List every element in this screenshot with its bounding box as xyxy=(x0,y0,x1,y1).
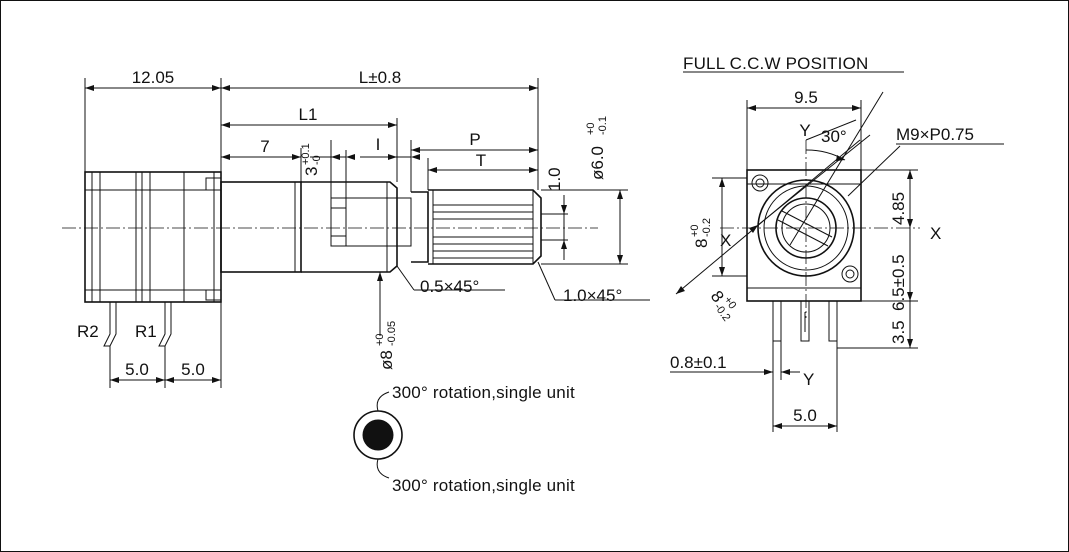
dim-bushing-diameter: ø8 +0 -0.05 xyxy=(374,321,398,370)
dim-8-value: 8 xyxy=(692,239,711,248)
axis-x-right-label: X xyxy=(930,224,941,243)
shaft-flat-b xyxy=(777,219,829,247)
dim-bush-dia-upper: +0 xyxy=(374,333,386,346)
shaft xyxy=(411,189,568,265)
dim-body-width: 12.05 xyxy=(132,68,175,87)
side-view: 12.05 L±0.8 L1 7 3 +0.1 -0 I P T ø6.0 +0… xyxy=(62,68,650,388)
thread-label: M9×P0.75 xyxy=(896,125,974,144)
dim-t: T xyxy=(476,151,486,170)
dim-35: 3.5 xyxy=(889,320,908,344)
dim-chamfer-05: 0.5×45° xyxy=(420,277,479,296)
dim-3: 3 xyxy=(302,167,321,176)
dim-chamfer-10: 1.0×45° xyxy=(563,286,622,305)
dim-65-value: 6.5±0.5 xyxy=(889,254,908,311)
rotation-label-bottom: 300° rotation,single unit xyxy=(392,476,575,495)
dim-pitch-b: 5.0 xyxy=(181,360,205,379)
dim-p: P xyxy=(469,130,480,149)
dim-flat: 1.0 xyxy=(545,167,564,191)
pin-label-r2: R2 xyxy=(77,322,99,341)
side-pins xyxy=(103,302,172,347)
dim-3-lower: -0 xyxy=(311,155,323,165)
dim-shaft-dia-upper: +0 xyxy=(585,122,597,135)
pin-label-r1: R1 xyxy=(135,322,157,341)
angle-30-label: 30° xyxy=(821,127,847,146)
dim-shaft-diameter: ø6.0 +0 -0.1 xyxy=(585,116,609,180)
dim-bush-dia-lower: -0.05 xyxy=(386,321,398,346)
shaft-flat-a xyxy=(781,210,833,238)
dim-8-diagonal: 8 +0 -0.2 xyxy=(707,287,739,324)
dim-pitch-a: 5.0 xyxy=(125,360,149,379)
dim-35-value: 3.5 xyxy=(889,320,908,344)
front-thread-outer xyxy=(757,179,855,277)
pot-body xyxy=(84,171,222,303)
front-view: FULL C.C.W POSITION 9.5 Y 30° M9×P0.75 4… xyxy=(670,54,1004,432)
dim-total-length: L±0.8 xyxy=(359,68,401,87)
axis-y-bottom-label: Y xyxy=(803,370,814,389)
dim-shaft-dia: ø6.0 xyxy=(588,146,607,180)
dim-3-upper: +0.1 xyxy=(300,143,312,165)
front-shaft xyxy=(775,197,837,259)
dim-485-value: 4.85 xyxy=(889,192,908,225)
dim-shaft-dia-lower: -0.1 xyxy=(597,116,609,135)
dim-front-pin-pitch: 5.0 xyxy=(793,406,817,425)
side-dimension-lines xyxy=(85,85,650,383)
front-pins xyxy=(772,300,838,342)
dim-front-width: 9.5 xyxy=(794,88,818,107)
full-ccw-label: FULL C.C.W POSITION xyxy=(683,54,868,73)
axis-y-top-label: Y xyxy=(799,121,810,140)
rotation-knob-icon xyxy=(362,419,394,451)
dim-8-lower: -0.2 xyxy=(701,218,713,237)
dim-bush-dia: ø8 xyxy=(377,350,396,370)
bushing xyxy=(220,181,412,273)
dim-3-tolerance: 3 +0.1 -0 xyxy=(300,143,323,176)
dim-65: 6.5±0.5 xyxy=(889,254,908,311)
dim-485: 4.85 xyxy=(889,192,908,225)
rotation-symbol: 300° rotation,single unit 300° rotation,… xyxy=(353,383,575,495)
dim-l1: L1 xyxy=(299,105,318,124)
rotation-label-top: 300° rotation,single unit xyxy=(392,383,575,402)
axis-x-left-label: X xyxy=(720,231,731,250)
dim-flat-value: 1.0 xyxy=(545,167,564,191)
mount-hole-bottom-right xyxy=(841,265,859,283)
dim-i: I xyxy=(376,135,381,154)
mount-hole-top-left xyxy=(751,174,769,192)
dim-7: 7 xyxy=(260,137,269,156)
dim-8-diag-upper: +0 xyxy=(721,294,738,311)
dim-pin-width: 0.8±0.1 xyxy=(670,353,727,372)
dim-8-vertical: 8 +0 -0.2 xyxy=(689,218,713,248)
side-extension-lines xyxy=(84,78,628,388)
dim-8-upper: +0 xyxy=(689,224,701,237)
